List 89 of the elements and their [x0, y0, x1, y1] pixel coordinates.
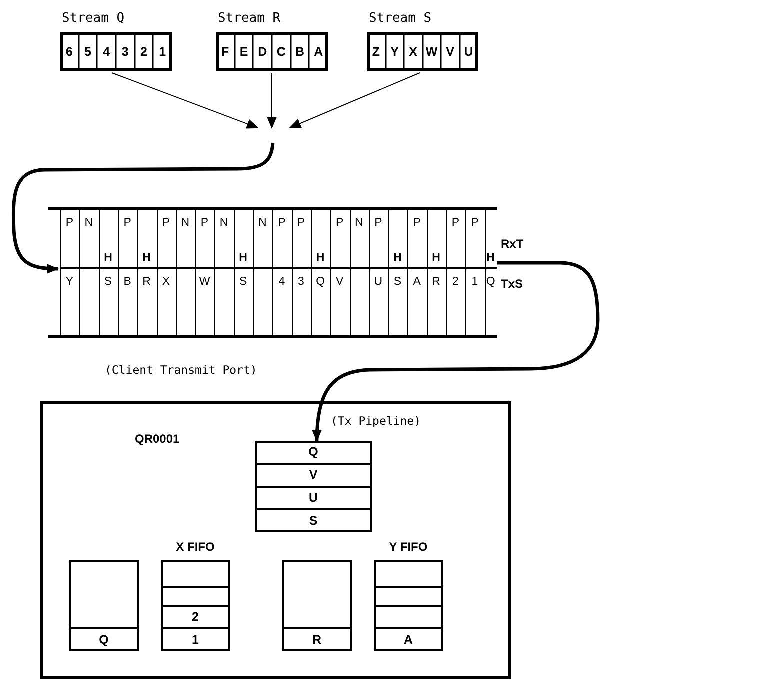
lane-label: RxT [501, 237, 524, 251]
lane-cell: W [195, 269, 214, 336]
fifo-slot: 1 [161, 628, 230, 651]
fifo-slot [374, 606, 443, 628]
register-cell: 4 [97, 32, 116, 71]
lane-cell: P [330, 209, 350, 269]
lane-cell: Y [60, 269, 80, 336]
pipeline-slot: Q [255, 441, 372, 464]
stream-heading: Stream R [218, 11, 281, 26]
register-cell: C [272, 32, 291, 71]
buffer-box [282, 560, 352, 651]
fifo-slot: 2 [161, 606, 230, 628]
lane-cell: S [98, 269, 118, 336]
device-box [40, 401, 511, 679]
lane-cell: P [60, 209, 80, 269]
lane-cell: H [137, 209, 156, 269]
curved-arrow [12, 142, 275, 274]
fifo-label: X FIFO [175, 540, 216, 554]
register-cell: Y [386, 32, 404, 71]
register-cell: 3 [116, 32, 135, 71]
lane-cell: P [156, 209, 176, 269]
lane-cell: 3 [292, 269, 311, 336]
lane-cell: Q [484, 269, 497, 336]
port-caption: (Client Transmit Port) [105, 363, 258, 377]
register-cell: 6 [60, 32, 79, 71]
register-cell: D [253, 32, 272, 71]
lane-cell: Q [310, 269, 330, 336]
lane-cell: H [484, 209, 497, 269]
register-cell: U [460, 32, 478, 71]
register-cell: Z [367, 32, 386, 71]
fifo-slot [374, 587, 443, 606]
lane-cell: B [118, 269, 138, 336]
fifo-label: Y FIFO [388, 540, 429, 554]
lane-cell: P [407, 209, 427, 269]
register-cell: 2 [134, 32, 154, 71]
lane-cell: N [176, 209, 196, 269]
register-cell: V [441, 32, 460, 71]
curved-arrow [312, 261, 600, 442]
lane-cell: X [156, 269, 176, 336]
register-cell: W [422, 32, 441, 71]
lane-cell: U [368, 269, 388, 336]
stream-heading: Stream Q [62, 11, 125, 26]
register-cell: F [216, 32, 235, 71]
fifo-slot [161, 587, 230, 606]
device-label: QR0001 [135, 432, 180, 446]
lane-cell: P [465, 209, 485, 269]
lane-cell: 4 [272, 269, 292, 336]
lane-cell: H [310, 209, 330, 269]
lane-cell: H [426, 209, 446, 269]
lane-cell: S [234, 269, 253, 336]
fifo-slot: A [374, 628, 443, 651]
lane-cell: P [272, 209, 292, 269]
register-cell: 1 [153, 32, 172, 71]
lane-cell: N [253, 209, 272, 269]
pipeline-slot: S [255, 509, 372, 532]
lane-cell: S [388, 269, 408, 336]
lane-cell: 2 [446, 269, 466, 336]
lane-label: TxS [501, 277, 524, 291]
pipeline-slot: V [255, 464, 372, 486]
register-cell: A [309, 32, 328, 71]
lane-cell: N [350, 209, 369, 269]
arrow [289, 72, 420, 128]
pipeline-slot: U [255, 486, 372, 510]
buffer-slot: Q [69, 628, 139, 651]
lane-cell: P [118, 209, 138, 269]
lane-cell: P [292, 209, 311, 269]
lane-cell: V [330, 269, 350, 336]
lane-cell: 1 [465, 269, 485, 336]
register-cell: E [234, 32, 254, 71]
lane-cell: H [98, 209, 118, 269]
lane-cell: H [388, 209, 408, 269]
register-cell: B [290, 32, 310, 71]
lane-cell: P [446, 209, 466, 269]
buffer-box [69, 560, 139, 651]
arrow [112, 72, 259, 129]
lane-cell: P [195, 209, 214, 269]
buffer-slot: R [282, 628, 352, 651]
lane-cell: P [368, 209, 388, 269]
lane-cell: A [407, 269, 427, 336]
lane-cell: R [426, 269, 446, 336]
lane-cell: H [234, 209, 253, 269]
arrow [267, 72, 277, 129]
stream-heading: Stream S [369, 11, 432, 26]
pipeline-label: (Tx Pipeline) [331, 414, 422, 428]
register-cell: X [404, 32, 422, 71]
lane-cell: N [214, 209, 234, 269]
lane-cell: N [79, 209, 99, 269]
lane-cell: R [137, 269, 156, 336]
register-cell: 5 [78, 32, 98, 71]
